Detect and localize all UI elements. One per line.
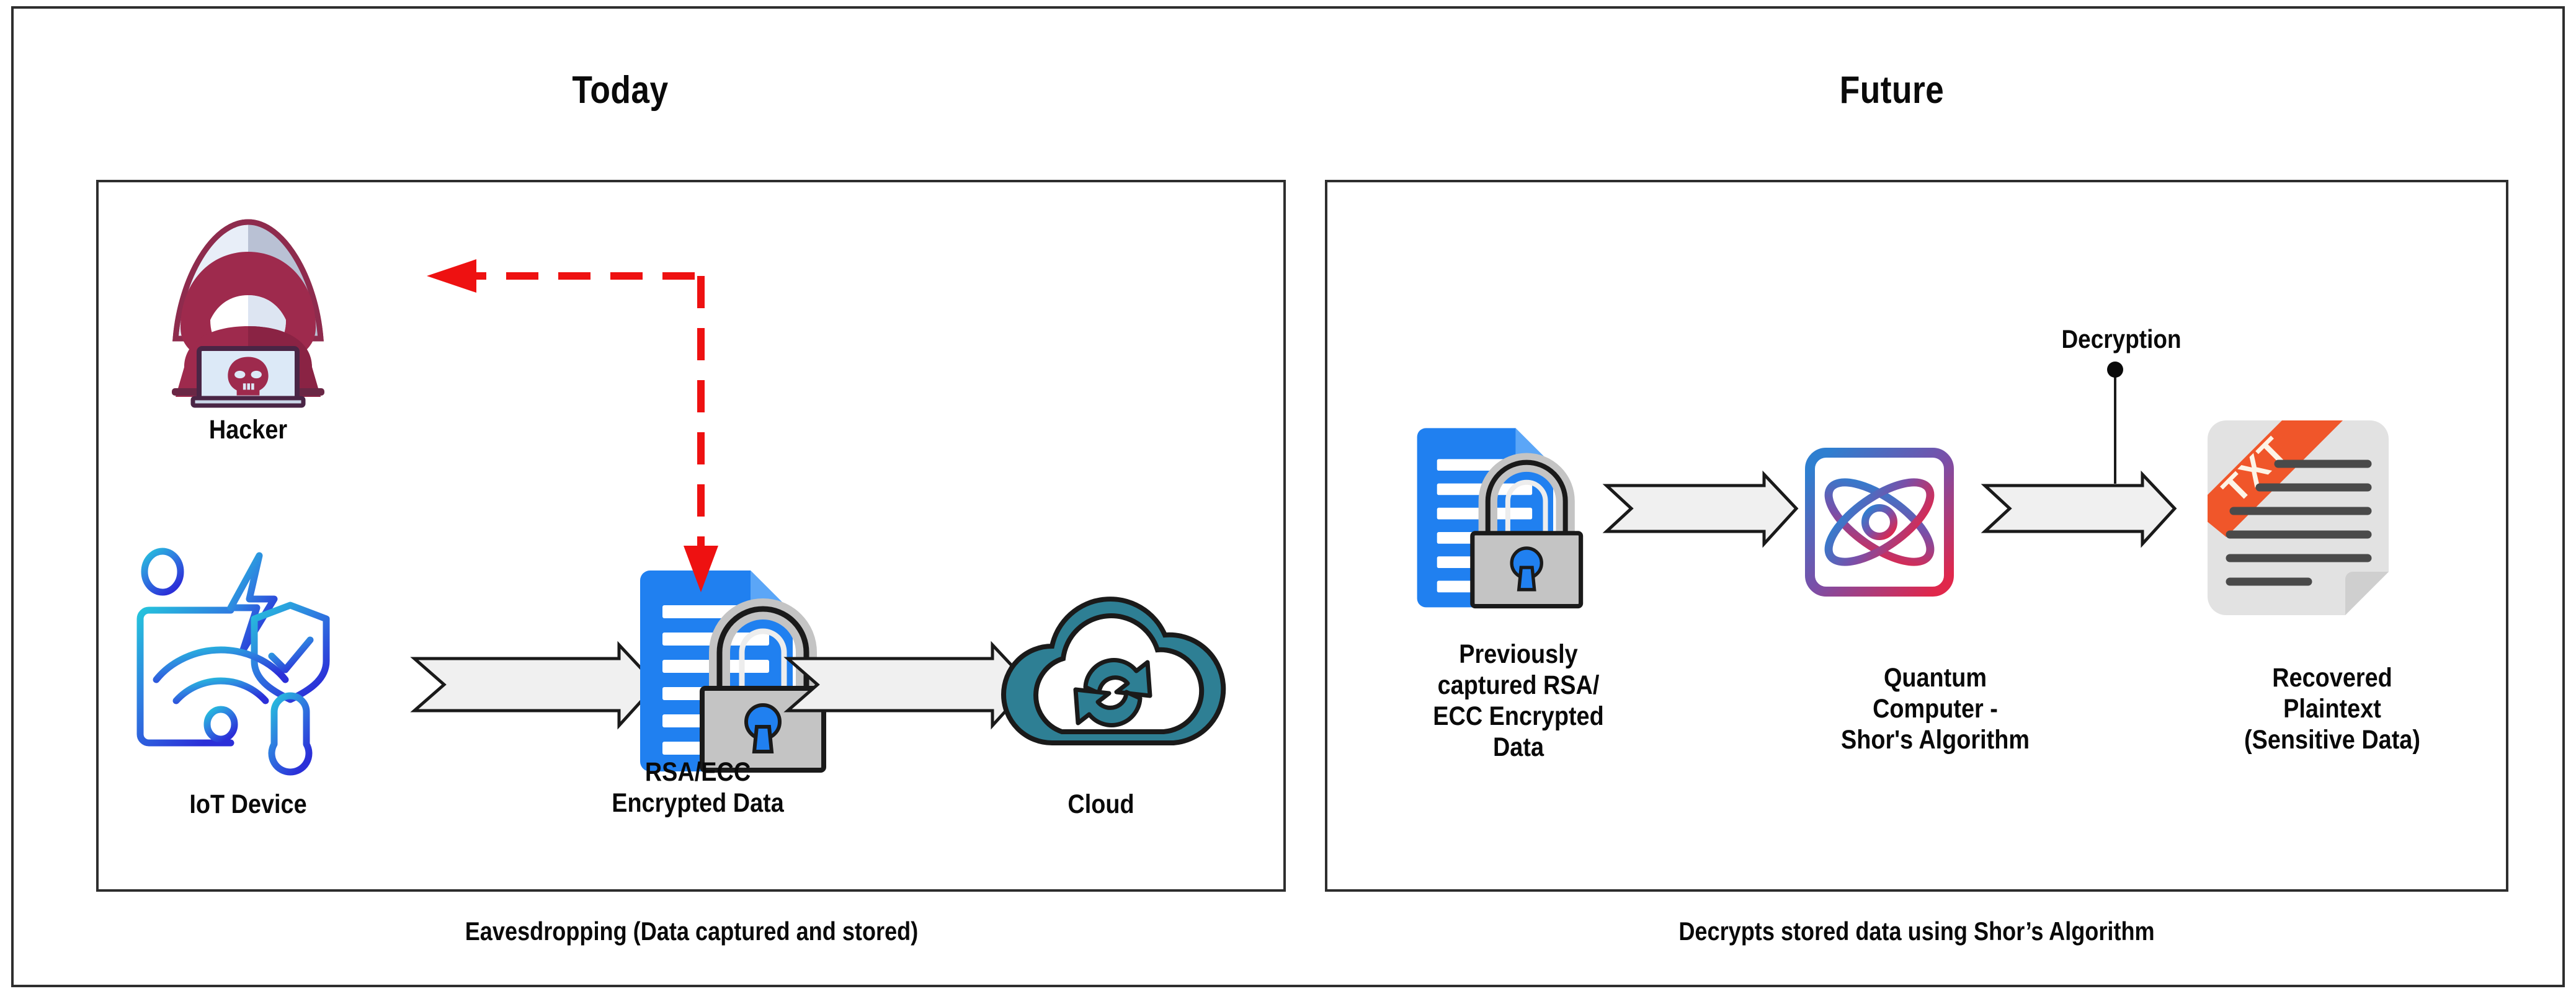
rec-label-line3: (Sensitive Data) bbox=[2244, 725, 2420, 755]
previously-captured-data-label: Previously captured RSA/ ECC Encrypted D… bbox=[1393, 639, 1644, 763]
iot-device-label: IoT Device bbox=[189, 789, 307, 819]
rec-label-line1: Recovered bbox=[2272, 663, 2392, 693]
locked-document-icon-future bbox=[1405, 423, 1610, 621]
hacker-label: Hacker bbox=[208, 415, 288, 445]
cloud-sync-icon bbox=[992, 577, 1228, 775]
iot-device-icon bbox=[130, 546, 366, 776]
block-arrow-data-to-cloud bbox=[783, 641, 1032, 730]
section-title-today: Today bbox=[572, 69, 669, 112]
prev-label-line3: ECC Encrypted bbox=[1433, 701, 1604, 731]
rsa-ecc-label-line2: Encrypted Data bbox=[612, 788, 784, 818]
section-title-future: Future bbox=[1839, 69, 1945, 112]
decryption-annotation-label: Decryption bbox=[2061, 324, 2182, 353]
prev-label-line4: Data bbox=[1492, 732, 1544, 762]
locked-document-icon-today bbox=[626, 571, 856, 781]
block-arrow-iot-to-data bbox=[410, 641, 659, 730]
cloud-label: Cloud bbox=[1067, 789, 1134, 819]
qc-label-line3: Shor's Algorithm bbox=[1840, 725, 2030, 755]
qc-label-line2: Computer - bbox=[1873, 694, 1998, 724]
recovered-plaintext-label: Recovered Plaintext (Sensitive Data) bbox=[2196, 662, 2469, 755]
quantum-chip-atom-icon bbox=[1774, 417, 1985, 628]
rec-label-line2: Plaintext bbox=[2283, 694, 2381, 724]
block-arrow-data-to-quantum-computer bbox=[1602, 470, 1799, 548]
quantum-computer-label: Quantum Computer - Shor's Algorithm bbox=[1788, 662, 2082, 755]
decryption-leader-line bbox=[2072, 360, 2159, 490]
caption-today: Eavesdropping (Data captured and stored) bbox=[465, 917, 919, 946]
rsa-ecc-label-line1: RSA/ECC bbox=[644, 757, 751, 787]
prev-label-line1: Previously bbox=[1459, 639, 1578, 669]
hacker-hoodie-laptop-skull-icon bbox=[140, 211, 357, 415]
eavesdrop-dashed-arrow bbox=[397, 254, 751, 602]
caption-future: Decrypts stored data using Shor’s Algori… bbox=[1678, 917, 2155, 946]
txt-file-icon: TXT bbox=[2199, 417, 2410, 631]
prev-label-line2: captured RSA/ bbox=[1437, 670, 1600, 700]
qc-label-line1: Quantum bbox=[1883, 663, 1987, 693]
block-arrow-quantum-computer-to-plaintext bbox=[1981, 470, 2177, 548]
rsa-ecc-data-label: RSA/ECC Encrypted Data bbox=[573, 757, 824, 819]
